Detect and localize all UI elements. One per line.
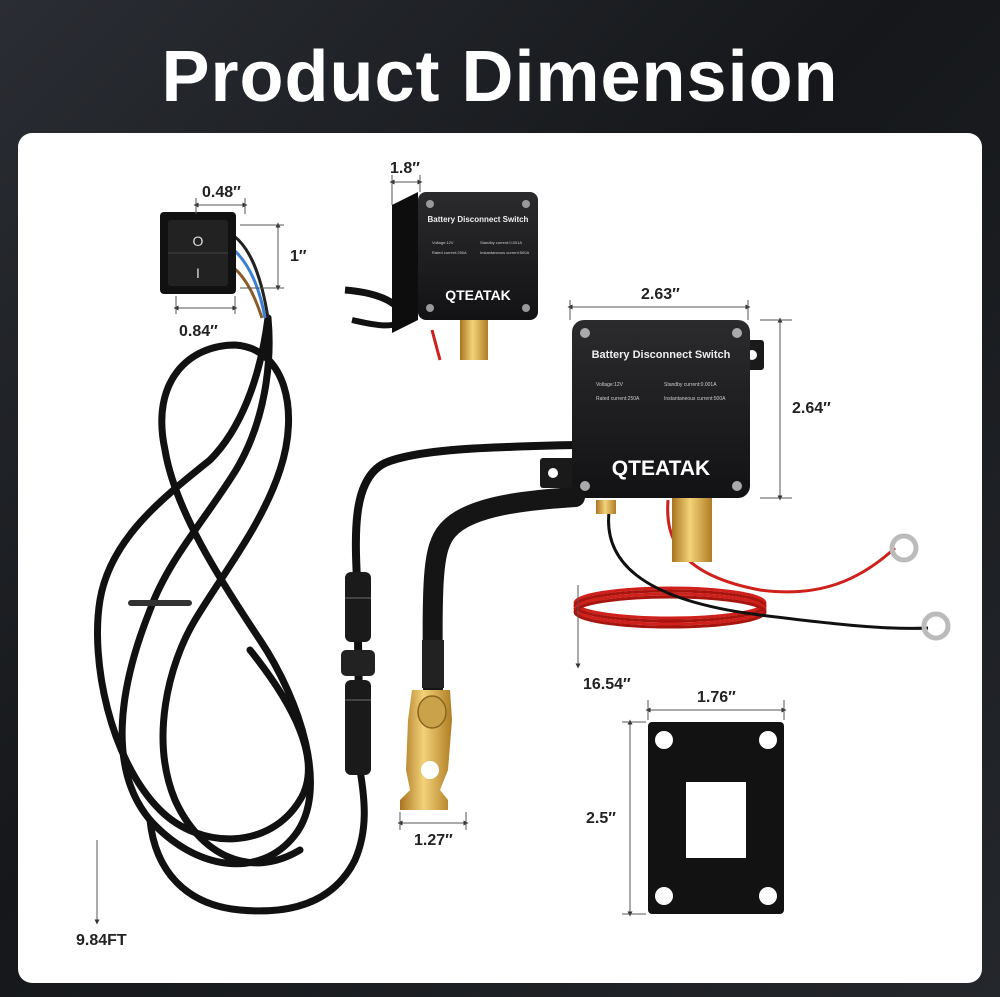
small-spec-standby: Standby current:0.001A — [480, 240, 522, 245]
dim-cable-length: 9.84FT — [76, 932, 127, 949]
dim-terminal-width: 1.27″ — [414, 832, 453, 849]
dim-rocker-depth: 0.84″ — [179, 323, 218, 340]
dim-rocker-width: 0.48″ — [202, 184, 241, 201]
switch-main-dimensions — [567, 300, 792, 501]
dim-switch-width: 2.63″ — [641, 286, 680, 303]
switch-main-brand: QTEATAK — [612, 457, 710, 480]
ring-terminal — [921, 611, 951, 641]
main-spec-standby: Standby current:0.001A — [664, 382, 717, 388]
dim-plate-width: 1.76″ — [697, 689, 736, 706]
rocker-off-symbol: O — [193, 233, 204, 249]
battery-terminal — [400, 487, 585, 810]
page-title: Product Dimension — [161, 37, 839, 117]
small-spec-rated: Rated current:250A — [432, 250, 467, 255]
switch-main-label: Battery Disconnect Switch — [592, 349, 731, 361]
twist-tie — [128, 600, 192, 606]
plate-dimensions — [622, 700, 787, 917]
main-spec-instant: Instantaneous current:500A — [664, 396, 726, 402]
rocker-on-symbol: I — [196, 265, 200, 281]
main-spec-voltage: Voltage:12V — [596, 382, 624, 388]
rocker-switch: O I — [160, 212, 270, 319]
dim-switch-height: 2.64″ — [792, 400, 831, 417]
small-spec-voltage: Voltage:12V — [432, 240, 454, 245]
dim-rocker-height: 1″ — [290, 248, 307, 265]
terminal-dimension — [397, 812, 469, 830]
ring-terminal — [889, 533, 919, 563]
mounting-plate — [648, 722, 784, 914]
dim-wire-length: 16.54″ — [583, 676, 631, 693]
switch-main: Battery Disconnect Switch Voltage:12V Ra… — [540, 320, 951, 641]
main-spec-rated: Rated current:250A — [596, 396, 640, 402]
inline-connector — [341, 572, 375, 775]
rocker-dimension-lines — [173, 198, 284, 314]
small-spec-instant: Instantaneous current:500A — [480, 250, 529, 255]
small-switch-brand: QTEATAK — [445, 287, 511, 303]
switch-side-dimension — [389, 175, 423, 205]
coiled-cable — [94, 314, 368, 915]
small-switch-label: Battery Disconnect Switch — [428, 215, 529, 224]
dim-plate-height: 2.5″ — [586, 810, 616, 827]
switch-side-view: Battery Disconnect Switch Voltage:12V Ra… — [344, 192, 538, 361]
red-wire-coil — [573, 586, 767, 629]
dim-switch-side: 1.8″ — [390, 160, 420, 177]
